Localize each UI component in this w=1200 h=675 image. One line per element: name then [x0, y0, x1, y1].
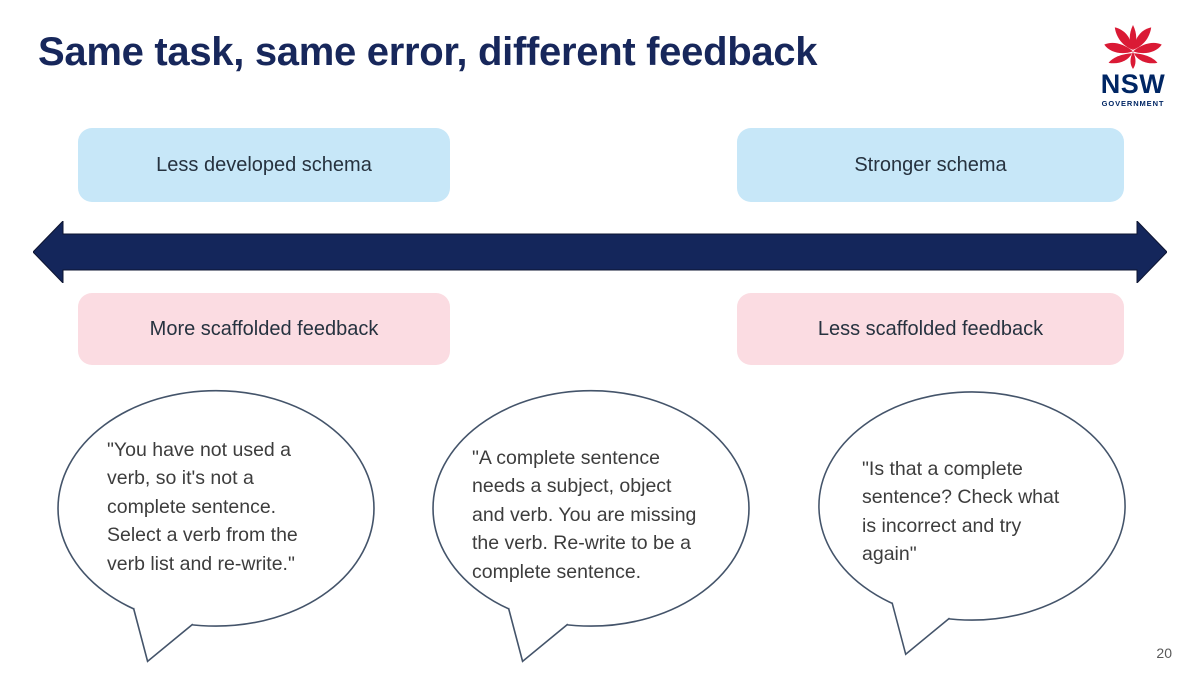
speech-bubble-3-text: "Is that a complete sentence? Check what… [862, 458, 1060, 566]
logo-org-text: NSW [1100, 69, 1166, 99]
feedback-box-less-scaffolded: Less scaffolded feedback [737, 293, 1124, 365]
speech-bubble-2-text: "A complete sentence needs a subject, ob… [472, 447, 697, 583]
schema-box-less-developed: Less developed schema [78, 128, 450, 202]
feedback-box-less-scaffolded-label: Less scaffolded feedback [817, 317, 1044, 340]
feedback-box-more-scaffolded-label: More scaffolded feedback [149, 317, 379, 340]
speech-bubble-outline-icon [432, 389, 750, 663]
schema-box-stronger-label: Stronger schema [854, 153, 1007, 176]
speech-bubble-1: "You have not used a verb, so it's not a… [55, 386, 377, 671]
feedback-box-more-scaffolded: More scaffolded feedback [78, 293, 450, 365]
logo-suffix-text: GOVERNMENT [1101, 99, 1165, 108]
waratah-flower-icon [1104, 24, 1162, 70]
speech-bubble-3: "Is that a complete sentence? Check what… [816, 383, 1128, 668]
schema-box-stronger: Stronger schema [737, 128, 1124, 202]
schema-box-less-developed-label: Less developed schema [156, 153, 372, 176]
speech-bubble-2: "A complete sentence needs a subject, ob… [430, 386, 752, 671]
speech-bubble-outline-icon [818, 391, 1126, 656]
page-number: 20 [1156, 645, 1172, 661]
nsw-government-logo: NSW GOVERNMENT [1094, 24, 1172, 108]
double-headed-arrow [33, 221, 1167, 283]
slide-title: Same task, same error, different feedbac… [38, 30, 818, 74]
speech-bubble-1-text: "You have not used a verb, so it's not a… [107, 439, 298, 575]
speech-bubble-outline-icon [57, 389, 375, 663]
